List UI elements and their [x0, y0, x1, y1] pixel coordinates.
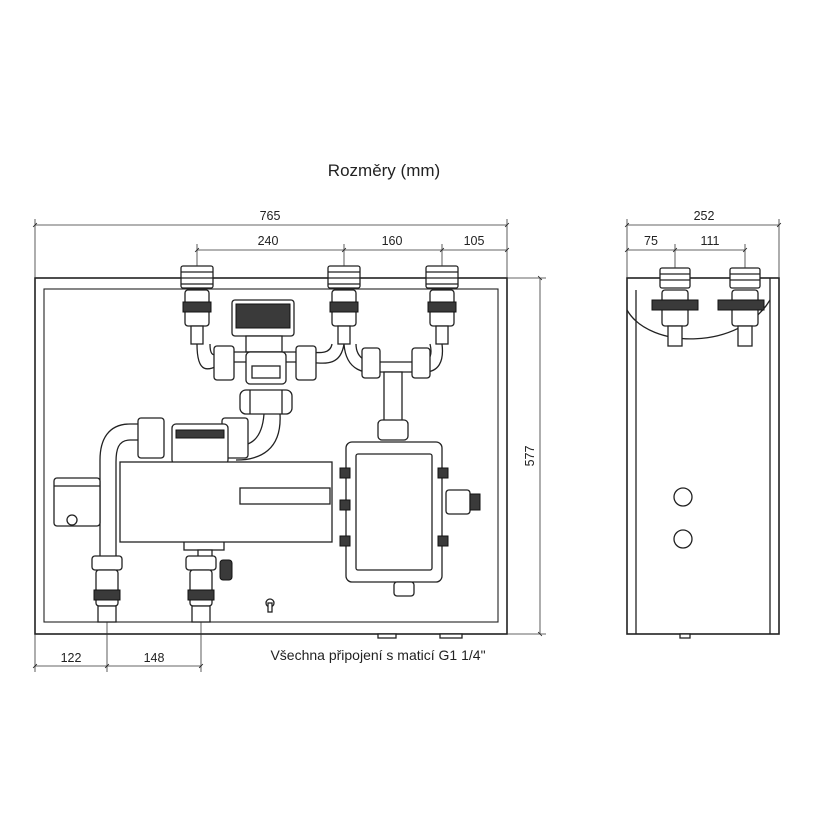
- bottom-valve-right: [185, 555, 217, 623]
- dim-160: 160: [382, 234, 403, 248]
- tube-label: [239, 487, 331, 505]
- dim-122: 122: [61, 651, 82, 665]
- top-valve-middle: [327, 265, 361, 345]
- front-bottom-lug-1: [377, 633, 397, 639]
- drawing-title: Rozměry (mm): [328, 161, 440, 180]
- dim-240: 240: [258, 234, 279, 248]
- manifold-union-3: [361, 347, 381, 379]
- controller-box: [339, 441, 481, 597]
- side-view: 252 75 111: [624, 209, 782, 639]
- dim-577: 577: [523, 446, 537, 467]
- side-cable-hole-1: [673, 487, 693, 507]
- dim-111: 111: [700, 234, 719, 248]
- bottom-valve-left: [91, 555, 123, 623]
- dim-252: 252: [694, 209, 715, 223]
- side-bottom-lug: [679, 633, 691, 639]
- side-casing: [626, 277, 780, 635]
- top-valve-right: [425, 265, 459, 345]
- junction-box: [53, 477, 101, 527]
- riser-fitting: [377, 419, 409, 441]
- left-loop-pipe: [99, 413, 281, 556]
- manifold-union-4: [411, 347, 431, 379]
- dim-765: 765: [260, 209, 281, 223]
- filter-inlet-union: [137, 417, 165, 459]
- top-valve-left: [180, 265, 214, 345]
- dim-105: 105: [464, 234, 485, 248]
- front-bottom-lug-2: [439, 633, 463, 639]
- side-valve-left: [651, 267, 699, 347]
- side-valve-right: [717, 267, 765, 347]
- connection-note: Všechna připojení s maticí G1 1/4": [270, 647, 485, 663]
- mixing-valve: [239, 351, 293, 415]
- keyhole-icon: [265, 598, 275, 613]
- actuator-motor: [231, 299, 295, 353]
- front-view: 765 240 160 105 577 122 148: [32, 209, 546, 672]
- dim-148: 148: [144, 651, 165, 665]
- side-cable-hole-2: [673, 529, 693, 549]
- dim-75: 75: [644, 234, 658, 248]
- manifold-union-1: [213, 345, 235, 381]
- manifold-union-2: [295, 345, 317, 381]
